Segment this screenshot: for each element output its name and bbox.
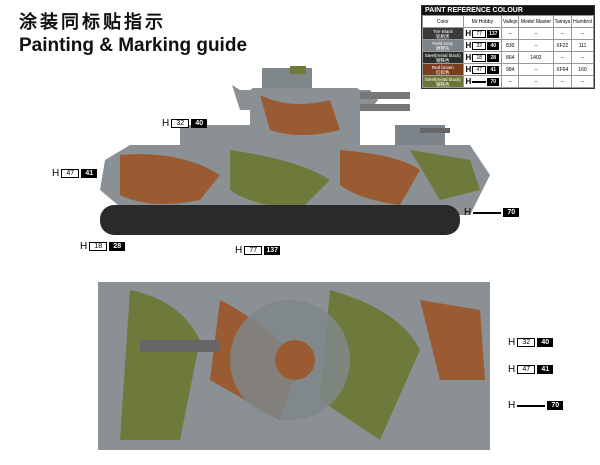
- mrhobby-h-label: H: [465, 65, 472, 74]
- code-a: 77: [472, 29, 487, 38]
- code-a: [473, 211, 502, 214]
- code-a: 18: [472, 53, 487, 62]
- code-a: 32: [517, 338, 536, 347]
- mrhobby-h-label: H: [465, 77, 472, 86]
- code-a: 32: [171, 119, 190, 128]
- callout-side-right: H 70: [464, 207, 520, 218]
- color-name-cn: 轮胎黑: [436, 33, 450, 39]
- color-name: Steel(metal black): [424, 76, 461, 82]
- code-b: 70: [547, 401, 564, 410]
- code-b: 28: [487, 53, 500, 62]
- mrhobby-h-label: H: [465, 53, 472, 62]
- code-a: 47: [61, 169, 80, 178]
- mrhobby-h-label: H: [235, 245, 243, 256]
- code-b: 70: [487, 77, 500, 86]
- mrhobby-h-label: H: [162, 118, 170, 129]
- color-name: Tire Black: [432, 28, 453, 34]
- tamiya-cell: –: [552, 75, 573, 88]
- mrhobby-h-label: H: [508, 364, 516, 375]
- callout-top-3: H 70: [508, 400, 564, 411]
- code-b: 40: [537, 338, 554, 347]
- tank-top-view: [98, 282, 490, 450]
- humbrol-cell: –: [571, 75, 594, 88]
- code-a: 47: [517, 365, 536, 374]
- code-b: 70: [503, 208, 520, 217]
- color-name: Steel(metal black): [424, 52, 461, 58]
- color-name-cn: 钢铁色: [436, 57, 450, 63]
- mrhobby-h-label: H: [465, 41, 472, 50]
- code-b: 137: [487, 29, 500, 38]
- mrhobby-cell: H 70: [462, 75, 503, 88]
- color-name: Field Gray: [432, 40, 454, 46]
- model-master-cell: –: [518, 75, 554, 88]
- color-name-cn: 原野灰: [436, 45, 450, 51]
- mrhobby-h-label: H: [52, 168, 60, 179]
- code-a: 47: [472, 65, 487, 74]
- code-a: [517, 404, 546, 407]
- color-swatch: Steel(metal black)钢铁色: [422, 75, 464, 88]
- mrhobby-h-label: H: [508, 400, 516, 411]
- mrhobby-h-label: H: [464, 207, 472, 218]
- title-chinese: 涂装同标贴指示: [19, 12, 166, 33]
- table-title: PAINT REFERENCE COLOUR: [422, 6, 594, 15]
- code-a: [472, 80, 487, 83]
- tamiya-cell: –: [552, 27, 573, 40]
- title-english: Painting & Marking guide: [19, 35, 248, 56]
- color-name-cn: 钢铁色: [436, 81, 450, 87]
- code-a: 77: [244, 246, 263, 255]
- mrhobby-h-label: H: [508, 337, 516, 348]
- code-a: 32: [472, 41, 487, 50]
- mrhobby-h-label: H: [80, 241, 88, 252]
- code-b: 41: [487, 65, 500, 74]
- code-b: 40: [191, 119, 208, 128]
- code-b: 41: [537, 365, 554, 374]
- mrhobby-h-label: H: [465, 29, 472, 38]
- color-name-cn: 红棕色: [436, 69, 450, 75]
- code-b: 41: [81, 169, 98, 178]
- code-b: 40: [487, 41, 500, 50]
- code-b: 28: [109, 242, 126, 251]
- code-a: 18: [89, 242, 108, 251]
- code-b: 137: [264, 246, 281, 255]
- tank-side-view: [100, 66, 490, 235]
- color-name: Red brown: [431, 64, 454, 70]
